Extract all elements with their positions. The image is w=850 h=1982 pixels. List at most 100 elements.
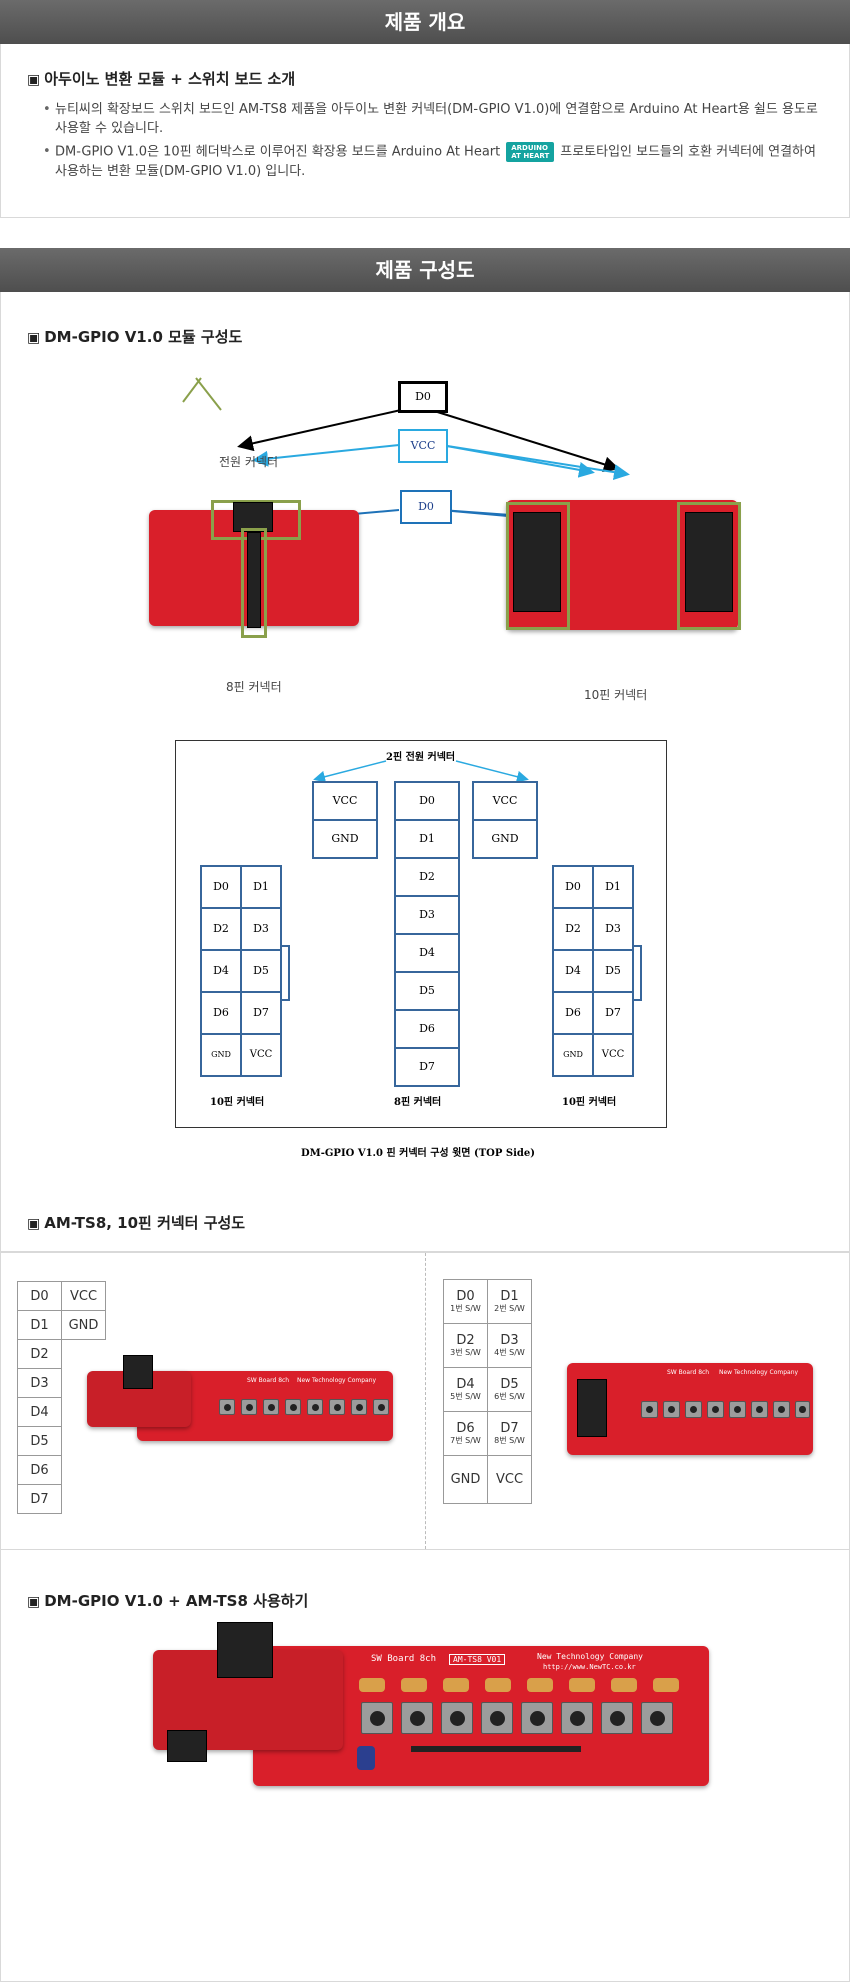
structure-panel: ▣DM-GPIO V1.0 모듈 구성도 D0 VCC D0 전원 커넥터 8핀… xyxy=(0,292,850,1252)
pin-diagram: 2핀 전원 커넥터 VCC GND VCC GND D0 D1 D2 D3 D4… xyxy=(175,740,667,1128)
power-header xyxy=(233,502,273,532)
ts8-left-vcc: VCC xyxy=(61,1281,106,1311)
ts8-left-d6: D6 xyxy=(17,1455,62,1485)
capacitor xyxy=(485,1678,511,1692)
switch-button xyxy=(285,1399,301,1415)
center-pin-d5: D5 xyxy=(394,971,460,1011)
switch-button xyxy=(441,1702,473,1734)
power-arrows xyxy=(313,760,529,783)
right10-d1: D1 xyxy=(592,865,634,909)
ts8-left-d5: D5 xyxy=(17,1426,62,1456)
switch-button xyxy=(707,1401,724,1418)
ts8-left-d0: D0 xyxy=(17,1281,62,1311)
intro-bullet-2: DM-GPIO V1.0은 10핀 헤더박스로 이루어진 확장용 보드를 Ard… xyxy=(43,142,823,181)
right10-d4: D4 xyxy=(552,949,594,993)
ts8-left-d1: D1 xyxy=(17,1310,62,1340)
power-connector-label: 전원 커넥터 xyxy=(219,455,279,469)
usage-title: ▣DM-GPIO V1.0 + AM-TS8 사용하기 xyxy=(27,1592,309,1610)
8pin-header xyxy=(247,532,261,628)
right10-d5: D5 xyxy=(592,949,634,993)
ts8-board-company-left: New Technology Company xyxy=(297,1377,377,1384)
right10-vcc: VCC xyxy=(592,1033,634,1077)
10pin-left-header xyxy=(513,512,561,612)
capacitor xyxy=(401,1678,427,1692)
switch-button xyxy=(373,1399,389,1415)
ts8-right-vcc: VCC xyxy=(487,1455,532,1504)
power-right-gnd: GND xyxy=(472,819,538,859)
right10-d2: D2 xyxy=(552,907,594,951)
8pin-connector-label: 8핀 커넥터 xyxy=(226,680,282,694)
power-right-vcc: VCC xyxy=(472,781,538,821)
d0-top-box: D0 xyxy=(398,381,448,413)
usage-board-model: AM-TS8 V01 xyxy=(449,1654,506,1665)
dm-gpio-bottom-header xyxy=(167,1730,207,1762)
switch-button xyxy=(361,1702,393,1734)
switch-button xyxy=(351,1399,367,1415)
right10-key-notch xyxy=(632,945,642,1001)
right10-d6: D6 xyxy=(552,991,594,1035)
capacitor xyxy=(527,1678,553,1692)
switch-button xyxy=(307,1399,323,1415)
ts8-board-name-right: SW Board 8ch xyxy=(667,1369,710,1376)
switch-button xyxy=(329,1399,345,1415)
switch-button xyxy=(773,1401,790,1418)
square-bullet-icon: ▣ xyxy=(27,1594,41,1610)
switch-button xyxy=(241,1399,257,1415)
switch-button xyxy=(685,1401,702,1418)
power-connector-title: 2핀 전원 커넥터 xyxy=(386,752,456,763)
center-pin-d1: D1 xyxy=(394,819,460,859)
switch-button xyxy=(641,1702,673,1734)
center-pin-d0: D0 xyxy=(394,781,460,821)
center8-label: 8핀 커넥터 xyxy=(394,1097,442,1108)
left10-key-notch xyxy=(280,945,290,1001)
dm-gpio-power-header-small xyxy=(123,1355,153,1389)
center-pin-d7: D7 xyxy=(394,1047,460,1087)
left10-d3: D3 xyxy=(240,907,282,951)
left10-d2: D2 xyxy=(200,907,242,951)
right10-gnd: GND xyxy=(552,1033,594,1077)
usage-board-name: SW Board 8ch xyxy=(371,1654,437,1664)
switch-button xyxy=(401,1702,433,1734)
usage-board-url: http://www.NewTC.co.kr xyxy=(543,1663,636,1671)
ts8-board-rail xyxy=(411,1746,581,1752)
left10-d6: D6 xyxy=(200,991,242,1035)
electrolytic-capacitor xyxy=(357,1746,375,1770)
square-bullet-icon: ▣ xyxy=(27,330,41,346)
usage-board-company: New Technology Company xyxy=(537,1652,643,1661)
ts8-title: ▣AM-TS8, 10핀 커넥터 구성도 xyxy=(27,1214,246,1232)
center-pin-d4: D4 xyxy=(394,933,460,973)
switch-button xyxy=(601,1702,633,1734)
module-title: ▣DM-GPIO V1.0 모듈 구성도 xyxy=(27,328,243,346)
intro-title: ▣아두이노 변환 모듈 + 스위치 보드 소개 xyxy=(27,70,296,88)
switch-button xyxy=(663,1401,680,1418)
ts8-board-name-left: SW Board 8ch xyxy=(247,1377,290,1384)
usage-panel: ▣DM-GPIO V1.0 + AM-TS8 사용하기 SW Board 8ch… xyxy=(0,1550,850,1982)
intro-bullet-1: 뉴티씨의 확장보드 스위치 보드인 AM-TS8 제품을 아두이노 변환 커넥터… xyxy=(43,100,823,138)
right10-d0: D0 xyxy=(552,865,594,909)
10pin-connector-label: 10핀 커넥터 xyxy=(584,688,648,702)
intro-bullets: 뉴티씨의 확장보드 스위치 보드인 AM-TS8 제품을 아두이노 변환 커넥터… xyxy=(43,100,823,185)
switch-button xyxy=(263,1399,279,1415)
switch-button xyxy=(641,1401,658,1418)
left10-gnd: GND xyxy=(200,1033,242,1077)
ts8-left-d2: D2 xyxy=(17,1339,62,1369)
pin-diagram-caption: DM-GPIO V1.0 핀 커넥터 구성 윗면 (TOP Side) xyxy=(301,1148,535,1159)
right10-d7: D7 xyxy=(592,991,634,1035)
ts8-left-d4: D4 xyxy=(17,1397,62,1427)
switch-button xyxy=(561,1702,593,1734)
center-pin-d6: D6 xyxy=(394,1009,460,1049)
switch-button xyxy=(219,1399,235,1415)
right10-label: 10핀 커넥터 xyxy=(562,1097,617,1108)
capacitor xyxy=(611,1678,637,1692)
center-pin-d3: D3 xyxy=(394,895,460,935)
8pin-connector-highlight xyxy=(241,528,267,638)
